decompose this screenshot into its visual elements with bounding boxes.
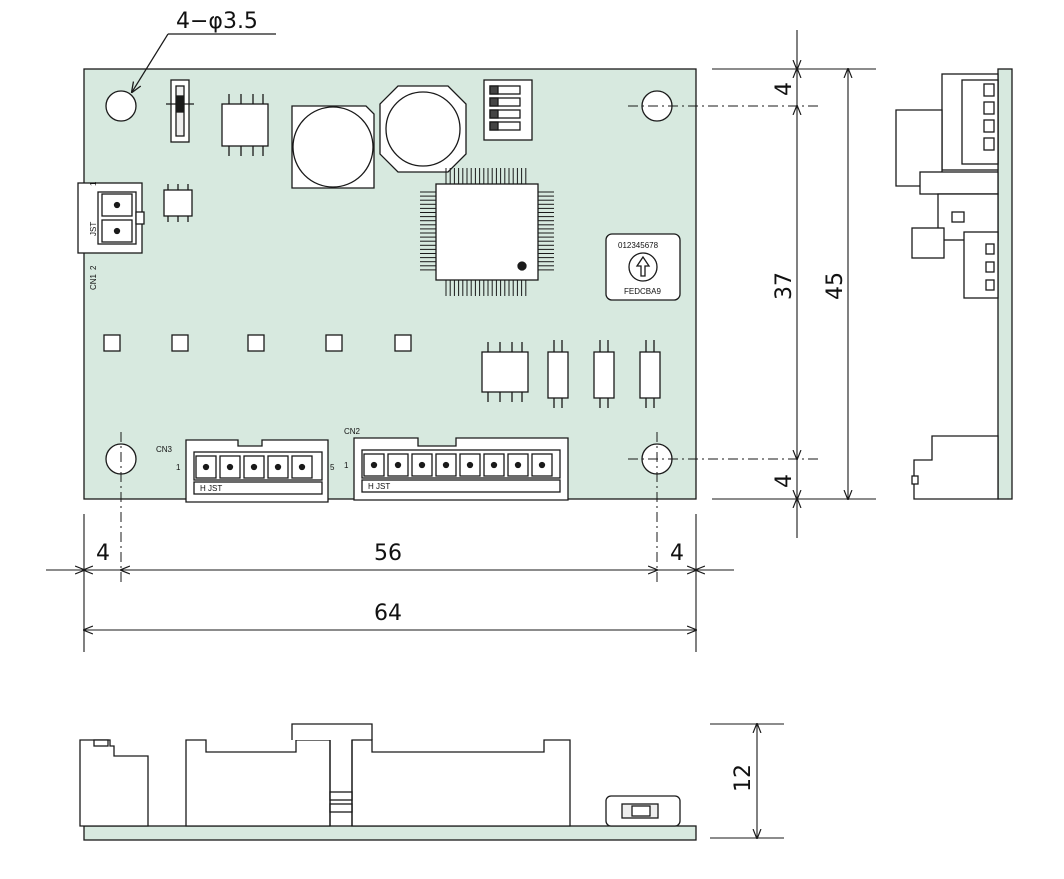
cn1-label: CN1 [89,273,98,290]
transistor-1 [547,340,569,408]
pcb-side-view-bottom [79,723,697,841]
hole-note: 4−φ3.5 [176,9,258,34]
qfp-microcontroller [420,168,554,296]
cn3-jst-label: H JST [200,484,222,493]
side-pcb-edge [997,68,1013,500]
cn3-pin5-label: 5 [330,463,335,472]
dim-hole-spacing-vertical: 37 [772,272,797,300]
cn3-pin1-label: 1 [176,463,181,472]
cn2-label: CN2 [344,427,361,436]
led-pad-1 [103,334,121,352]
dim-right-margin: 4 [670,541,684,566]
cn3-label: CN3 [156,445,173,454]
transistor-3 [639,340,661,408]
cn2-jst-label: H JST [368,482,390,491]
dim-board-width: 64 [374,601,402,626]
electrolytic-capacitor [291,105,375,189]
connector-cn2 [353,437,569,501]
dim-side-height: 12 [731,764,756,792]
pcb-side-view-right [895,68,1013,500]
vertical-dimensions [712,30,876,538]
horizontal-dimensions [46,514,734,652]
dim-top-margin: 4 [772,82,797,96]
rotary-switch: 012345678 FEDCBA9 [605,233,681,301]
led-pad-5 [394,334,412,352]
ic-sop8-bottom [481,342,529,402]
ic-small-left [163,184,193,222]
mounting-hole-top-left [105,90,137,122]
power-inductor [379,85,467,173]
slide-switch [166,79,194,143]
hole-note-leader [132,33,276,92]
cn1-pin1-label: 1 [89,181,98,186]
dim-left-margin: 4 [96,541,110,566]
cn1-jst-label: JST [89,222,98,236]
led-pad-4 [325,334,343,352]
height-dimension [710,724,784,838]
ic-sop8-top [221,94,269,156]
dim-bottom-margin: 4 [772,474,797,488]
dim-board-height: 45 [823,272,848,300]
rotary-top-digits: 012345678 [618,241,659,250]
cn2-pin1-label: 1 [344,461,349,470]
center-lines [120,105,820,585]
cn1-pin2-label: 2 [89,265,98,270]
pcb-top-view: CN1 2 1 JST 012345678 FEDCBA9 [77,68,697,503]
transistor-2 [593,340,615,408]
dim-hole-spacing-horizontal: 56 [374,541,402,566]
dip-switch [483,79,533,141]
connector-cn3 [185,439,329,503]
side-pcb-bottom-edge [83,825,697,841]
led-pad-3 [247,334,265,352]
connector-cn1 [77,182,145,254]
rotary-bottom-digits: FEDCBA9 [624,287,661,296]
led-pad-2 [171,334,189,352]
